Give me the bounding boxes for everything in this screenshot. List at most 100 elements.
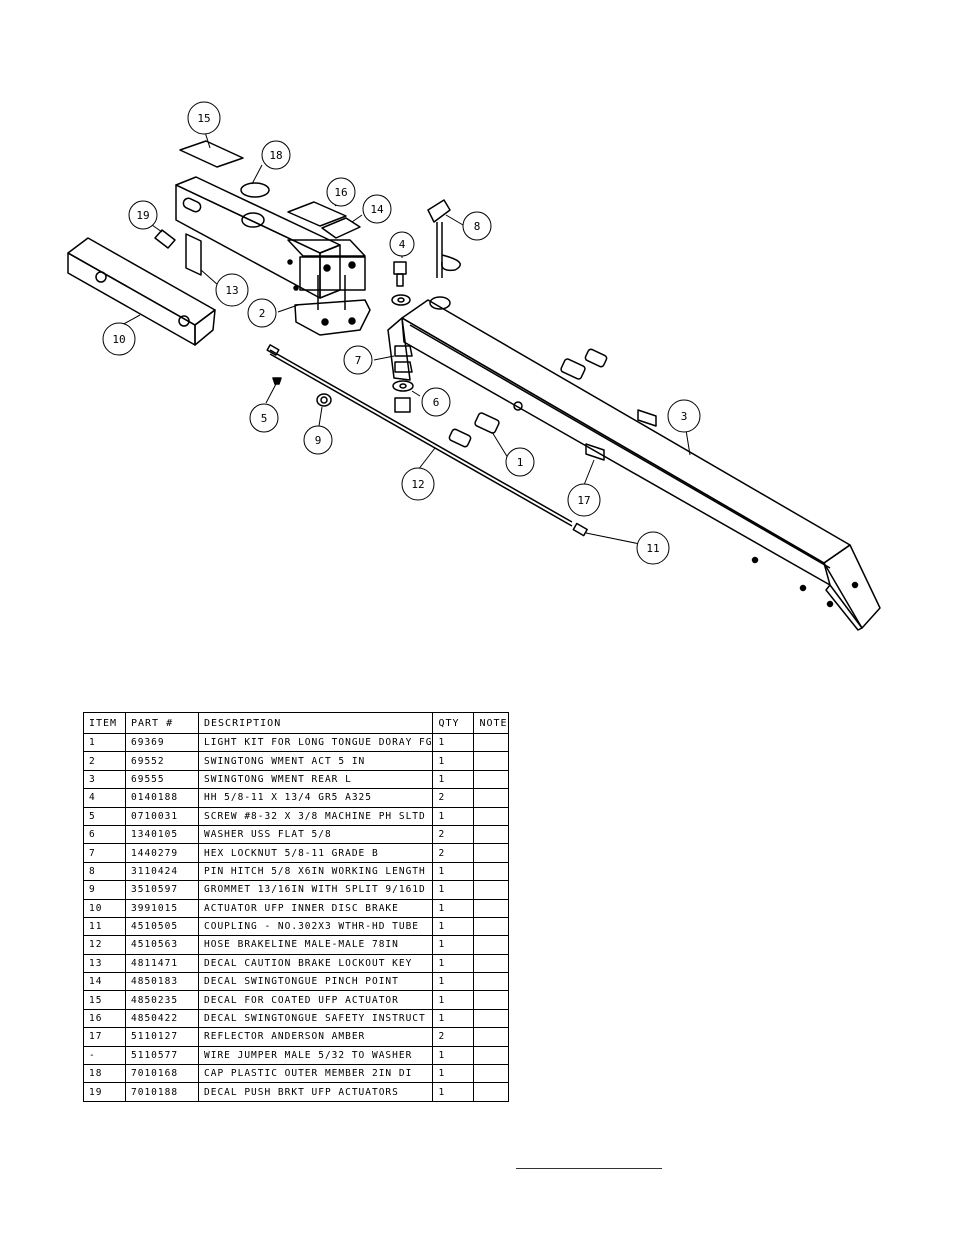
cell-note <box>473 1082 509 1102</box>
cell-description: DECAL SWINGTONGUE SAFETY INSTRUCT <box>197 1008 434 1029</box>
cell-note <box>473 916 509 937</box>
cell-item: 19 <box>83 1082 126 1102</box>
cell-note <box>473 824 509 845</box>
cell-part: 1340105 <box>125 824 199 845</box>
cell-item: 12 <box>83 935 126 955</box>
cell-description: DECAL SWINGTONGUE PINCH POINT <box>197 972 434 992</box>
col-header-note: NOTE <box>473 712 509 734</box>
cell-note <box>473 1008 509 1029</box>
cell-note <box>473 861 509 882</box>
part-14-decal <box>321 217 361 239</box>
callout-circle <box>249 403 279 433</box>
callout-circle <box>505 447 535 477</box>
cell-qty: 1 <box>432 861 475 882</box>
cell-item: 4 <box>83 788 126 808</box>
cell-item: 13 <box>83 953 126 974</box>
cell-note <box>473 953 509 974</box>
cell-description: PIN HITCH 5/8 X6IN WORKING LENGTH <box>197 861 434 882</box>
callout-circle <box>401 467 435 501</box>
part-17-reflector <box>585 409 657 461</box>
cell-qty: 1 <box>432 732 475 753</box>
cell-part: 0140188 <box>125 788 199 808</box>
cell-qty: 1 <box>432 806 475 826</box>
cell-part: 5110577 <box>125 1045 199 1066</box>
cell-item: 1 <box>83 732 126 753</box>
callout-circle <box>343 345 373 375</box>
callout-circle <box>102 322 136 356</box>
footer-rule <box>516 1168 662 1169</box>
cell-part: 4510563 <box>125 935 199 955</box>
cell-note <box>473 990 509 1010</box>
callout-label: 12 <box>411 478 424 491</box>
cell-description: HOSE BRAKELINE MALE-MALE 78IN <box>197 935 434 955</box>
cell-qty: 1 <box>432 935 475 955</box>
cell-qty: 2 <box>432 843 475 863</box>
cell-qty: 1 <box>432 769 475 790</box>
callout-label: 7 <box>355 354 362 367</box>
cell-part: 7010168 <box>125 1064 199 1084</box>
cell-description: DECAL CAUTION BRAKE LOCKOUT KEY <box>197 953 434 974</box>
part-2-swingtongue-weldment <box>175 176 371 336</box>
cell-note <box>473 788 509 808</box>
part-6-washer <box>391 294 414 392</box>
cell-description: DECAL FOR COATED UFP ACTUATOR <box>197 990 434 1010</box>
cell-description: ACTUATOR UFP INNER DISC BRAKE <box>197 898 434 918</box>
cell-note <box>473 1027 509 1047</box>
cell-note <box>473 880 509 900</box>
callout-circle <box>567 483 601 517</box>
callout-circle <box>362 194 392 224</box>
cell-qty: 1 <box>432 1064 475 1084</box>
cell-item: 9 <box>83 880 126 900</box>
callout-circle <box>421 387 451 417</box>
cell-item: 10 <box>83 898 126 918</box>
part-8-hitch-pin <box>427 199 461 278</box>
cell-item: 18 <box>83 1064 126 1084</box>
cell-part: 69555 <box>125 769 199 790</box>
callout-label: 3 <box>681 410 688 423</box>
callout-leaders <box>119 131 691 545</box>
cell-item: 8 <box>83 861 126 882</box>
cell-note <box>473 769 509 790</box>
cell-part: 69369 <box>125 732 199 753</box>
callout-label: 16 <box>334 186 347 199</box>
callout-label: 14 <box>370 203 384 216</box>
part-19-decal <box>154 229 176 249</box>
callout-circle <box>128 200 158 230</box>
cell-note <box>473 972 509 992</box>
cell-note <box>473 806 509 826</box>
cell-part: 0710031 <box>125 806 199 826</box>
cell-note <box>473 1064 509 1084</box>
cell-note <box>473 751 509 771</box>
cell-qty: 1 <box>432 751 475 771</box>
cell-part: 7010188 <box>125 1082 199 1102</box>
cell-description: SWINGTONG WMENT ACT 5 IN <box>197 751 434 771</box>
part-5-screw <box>272 377 282 385</box>
cell-description: REFLECTOR ANDERSON AMBER <box>197 1027 434 1047</box>
cell-part: 4811471 <box>125 953 199 974</box>
cell-qty: 2 <box>432 824 475 845</box>
cell-description: SWINGTONG WMENT REAR L <box>197 769 434 790</box>
cell-description: WASHER USS FLAT 5/8 <box>197 824 434 845</box>
callout-circle <box>389 231 415 257</box>
callout-label: 19 <box>136 209 149 222</box>
callout-label: 4 <box>399 238 406 251</box>
callout-circle <box>667 399 701 433</box>
callout-label: 5 <box>261 412 268 425</box>
cell-item: 2 <box>83 751 126 771</box>
cell-qty: 1 <box>432 1082 475 1102</box>
